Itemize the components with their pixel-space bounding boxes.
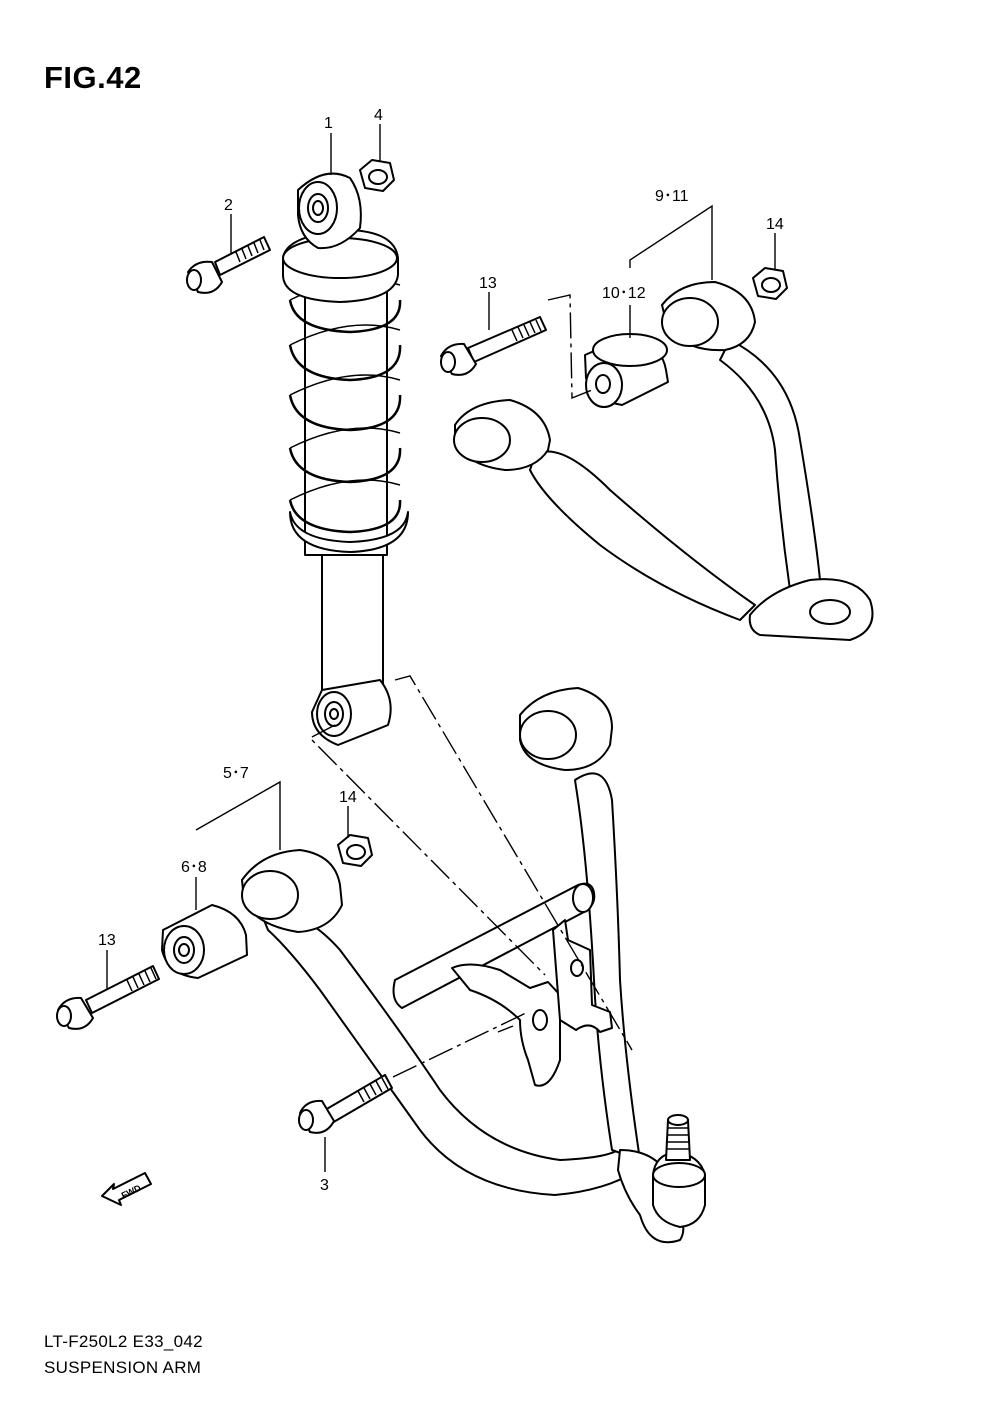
forward-direction-badge: FWD	[101, 1172, 152, 1206]
lower-control-arm	[241, 687, 706, 1244]
callout-10-12: 10･12	[602, 285, 646, 302]
assembly-lines	[308, 294, 633, 1078]
callout-9-11: 9･11	[655, 188, 689, 205]
bolt-top	[186, 236, 271, 294]
upper-bushing	[584, 333, 669, 408]
callout-2: 2	[224, 197, 233, 214]
upper-control-arm	[453, 281, 874, 641]
bolt-lower	[298, 1074, 393, 1134]
callout-labels: 1 2 3 4 5･7 6･8 9･11 10･12 13 13 14 14	[98, 107, 784, 1194]
callout-13-upper: 13	[479, 275, 497, 292]
callout-4: 4	[374, 107, 383, 124]
callout-14-lower: 14	[339, 789, 357, 806]
nut-upper	[752, 267, 788, 300]
figure-title: FIG.42	[44, 60, 142, 95]
bolt-upper	[440, 316, 547, 376]
callout-6-8: 6･8	[181, 859, 207, 876]
lower-bushing	[161, 904, 248, 979]
callout-leaders	[106, 124, 776, 1172]
callout-14-upper: 14	[766, 216, 784, 233]
nut-top	[359, 159, 395, 192]
diagram-name: SUSPENSION ARM	[44, 1358, 202, 1377]
callout-1: 1	[324, 115, 333, 132]
bolt-left	[56, 965, 160, 1030]
diagram-code: LT-F250L2 E33_042	[44, 1332, 203, 1351]
callout-3: 3	[320, 1177, 329, 1194]
nut-lower	[337, 834, 373, 867]
callout-13-left: 13	[98, 932, 116, 949]
callout-5-7: 5･7	[223, 765, 249, 782]
shock-absorber	[282, 172, 409, 746]
